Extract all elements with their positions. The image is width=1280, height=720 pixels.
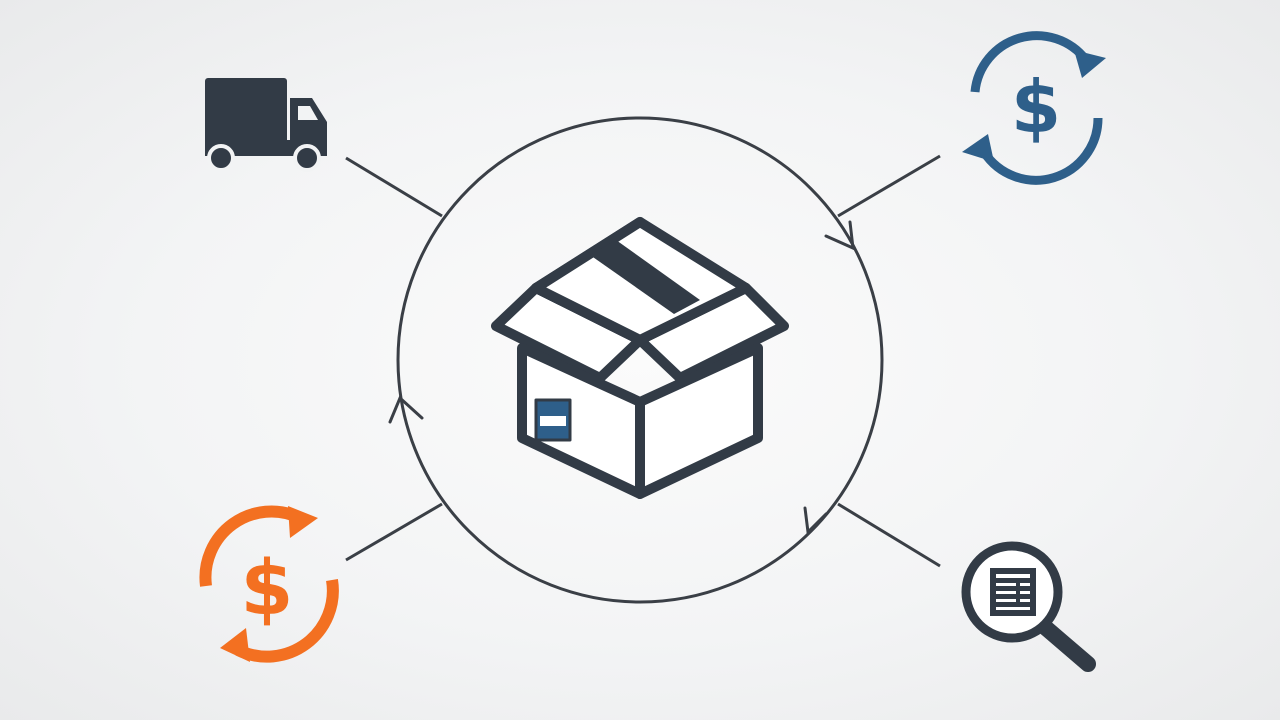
cycle-arrow-right-bottom: [803, 506, 828, 536]
dollar-sign-blue: $: [1011, 65, 1061, 149]
truck-icon: [205, 78, 327, 172]
open-box-icon: [491, 217, 789, 499]
magnifier-document-icon: [961, 541, 1096, 672]
dollar-cycle-icon-blue: $: [962, 31, 1106, 185]
connector-inspection: [837, 502, 941, 568]
cycle-arrow-right-top: [824, 220, 855, 251]
connector-payment-in: [837, 154, 941, 218]
connector-payment-out: [345, 502, 443, 562]
cycle-circle: [396, 116, 884, 604]
connector-delivery: [345, 156, 443, 218]
cycle-arrow-left: [388, 395, 424, 424]
dollar-sign-orange: $: [241, 543, 294, 632]
dollar-cycle-icon-orange: $: [199, 505, 339, 663]
